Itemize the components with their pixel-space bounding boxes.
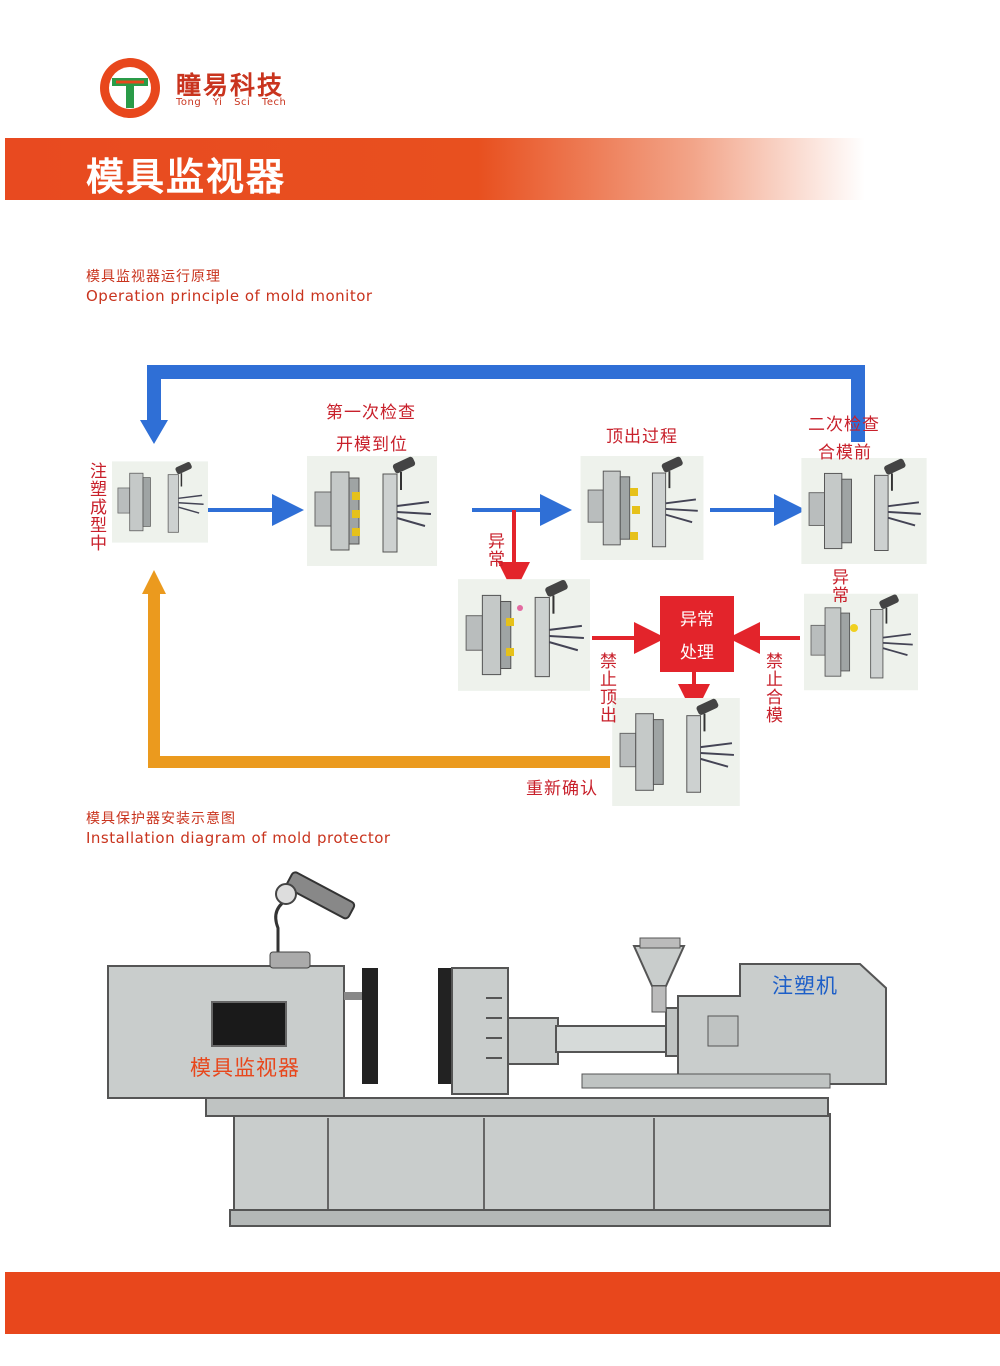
label-forbid-close: 禁止合模	[762, 652, 782, 724]
camera-icon	[285, 871, 356, 920]
injection-machine-illustration	[107, 871, 887, 1227]
mold-second-check-icon	[800, 458, 928, 564]
orange-return-arrowhead	[142, 570, 166, 594]
install-title-cn: 模具保护器安装示意图	[86, 811, 236, 827]
label-forbid-eject: 禁止顶出	[596, 652, 616, 724]
label-first-check-2: 开模到位	[336, 435, 408, 455]
mold-abnormal-eject-icon	[458, 578, 590, 692]
monitor-screen	[211, 1001, 287, 1047]
label-molding: 注塑成型中	[86, 462, 106, 552]
principle-title-cn: 模具监视器运行原理	[86, 269, 221, 285]
label-ejection: 顶出过程	[606, 427, 678, 447]
label-second-check-1: 二次检查	[808, 415, 880, 435]
brand-name-cn: 瞳易科技	[176, 71, 285, 100]
error-handling-line1: 异常	[680, 610, 714, 630]
flow-diagram	[140, 365, 865, 768]
hopper	[632, 945, 686, 987]
label-first-check-1: 第一次检查	[326, 403, 416, 423]
mold-reconfirm-icon	[612, 698, 740, 806]
install-title-en: Installation diagram of mold protector	[86, 829, 391, 847]
principle-title-en: Operation principle of mold monitor	[86, 287, 373, 305]
machine-base	[233, 1113, 831, 1225]
label-abnormal-right: 异常	[828, 568, 848, 604]
blue-return-arrowhead	[140, 420, 168, 444]
label-second-check-2: 合模前	[818, 443, 872, 463]
label-mold-monitor: 模具监视器	[190, 1056, 300, 1080]
error-handling-box: 异常 处理	[660, 596, 734, 672]
mold-molding-icon	[112, 454, 208, 550]
mold-abnormal-close-icon	[804, 592, 918, 692]
title-banner	[5, 138, 865, 200]
orange-return-arrow	[148, 592, 610, 768]
company-logo	[100, 58, 160, 118]
error-handling-line2: 处理	[680, 643, 714, 663]
footer-bar	[5, 1272, 1000, 1334]
mold-first-check-icon	[304, 456, 440, 566]
brand-name-en: Tong Yi Sci Tech	[176, 97, 287, 108]
label-reconfirm: 重新确认	[526, 779, 598, 799]
label-abnormal-left: 异常	[484, 532, 504, 568]
mold-ejection-icon	[574, 456, 710, 560]
label-injection-machine: 注塑机	[772, 974, 838, 998]
page-title: 模具监视器	[86, 155, 287, 199]
blue-return-arrow	[147, 365, 865, 442]
